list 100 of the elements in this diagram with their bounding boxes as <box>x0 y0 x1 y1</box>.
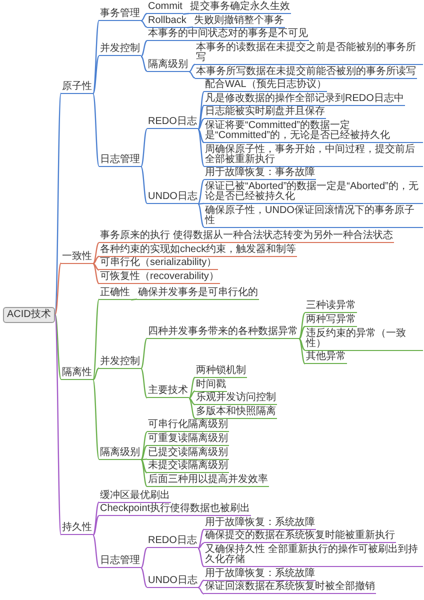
topic-label: 确保并发事务是可串行化的 <box>138 288 258 298</box>
topic-label: 乐观并发访问控制 <box>196 393 276 404</box>
branch-line <box>198 129 204 167</box>
branch-line <box>92 242 100 264</box>
branch-line <box>92 93 100 166</box>
branch-line <box>140 128 148 168</box>
topic-label: 缓冲区最优刷出 <box>100 490 170 501</box>
topic-label: 隔离级别 <box>100 448 140 458</box>
topic-label: 保证将要“Committed”的数据一定是“Committed”的，无论是否已经被持久化 <box>205 121 392 142</box>
topic-label: 保证已被“Aborted”的数据一定是“Aborted”的，无论是否已经被持久化 <box>205 182 420 202</box>
topic-label: 各种约束的实现如check约束，触发器和制等 <box>100 244 296 255</box>
topic-label: ACID技术 <box>7 310 51 320</box>
branch-line <box>92 256 100 264</box>
topic-label: 可串行化隔离级别 <box>148 420 228 430</box>
branch-line <box>140 166 148 204</box>
topic-label: 并发控制 <box>100 44 140 54</box>
branch-line <box>140 12 148 22</box>
topic-label: 可串行化（serializability） <box>100 258 217 268</box>
topic-label: 隔离性 <box>62 368 92 378</box>
branch-line <box>92 56 100 94</box>
branch-line <box>140 459 148 474</box>
topic-underline <box>204 121 423 144</box>
topic-label: 时间戳 <box>196 380 226 390</box>
branch-line <box>140 459 148 487</box>
branch-line <box>298 326 306 340</box>
topic-label: UNDO日志 <box>148 192 198 202</box>
branch-line <box>188 390 196 399</box>
branch-line <box>92 502 100 536</box>
topic-label: 两种写异常 <box>306 315 356 325</box>
branch-line <box>140 338 148 369</box>
branch-line <box>198 118 204 130</box>
branch-line <box>188 64 196 72</box>
branch-line <box>186 26 194 28</box>
topic-label: 持久性 <box>62 523 92 534</box>
topic-label: 其他异常 <box>306 352 346 362</box>
branch-line <box>188 398 196 419</box>
topic-label: 原子性 <box>62 82 92 92</box>
topic-label: 失败则撤销整个事务 <box>194 16 284 26</box>
branch-line <box>198 548 204 568</box>
topic-label: 日志能被实时刷盘并且保存 <box>205 107 325 118</box>
branch-line <box>298 338 306 351</box>
branch-line <box>198 179 204 204</box>
topic-label: 用于故障恢复：系统故障 <box>205 518 315 528</box>
topic-label: 日志管理 <box>100 556 140 566</box>
branch-line <box>298 312 306 340</box>
branch-line <box>140 20 148 28</box>
topic-label: 周确保原子性，事务开始，中间过程，提交前后全部被重新执行 <box>205 144 416 165</box>
branch-line <box>198 204 204 228</box>
branch-line <box>54 262 62 315</box>
branch-line <box>140 568 148 588</box>
branch-line <box>140 40 148 57</box>
topic-underline <box>305 328 423 351</box>
topic-label: 本事务的读数据在未提交之前是否能被别的事务所写 <box>196 42 417 63</box>
topic-label: 主要技术 <box>148 386 188 396</box>
topic-label: 凡是修改数据的操作全部记录到REDO日志中 <box>205 94 404 104</box>
topic-label: 提交事务确定永久生效 <box>190 2 290 12</box>
branch-line <box>198 104 204 130</box>
topic-label: 隔离级别 <box>148 60 188 70</box>
branch-line <box>188 376 196 399</box>
branch-line <box>92 299 100 380</box>
branch-line <box>92 379 100 460</box>
topic-label: 违反约束的异常（一致性） <box>306 328 407 349</box>
branch-line <box>198 128 204 144</box>
branch-line <box>140 56 148 72</box>
topic-label: 正确性 <box>100 288 130 298</box>
branch-line <box>92 534 100 568</box>
branch-line <box>198 542 204 550</box>
branch-line <box>92 368 100 380</box>
topic-label: 本事务所写数据在未提交前能否被别的事务所读写 <box>196 66 416 77</box>
topic-label: Checkpoint执行使得数据也被刷出 <box>100 504 250 514</box>
branch-line <box>198 528 204 549</box>
branch-line <box>92 515 100 536</box>
branch-line <box>92 20 100 94</box>
branch-line <box>140 548 148 568</box>
branch-line <box>140 458 148 460</box>
branch-line <box>198 202 204 205</box>
topic-label: 本事务的中间状态对的事务是不可见 <box>148 29 308 40</box>
topic-label: Rollback <box>148 16 186 26</box>
branch-line <box>188 398 196 406</box>
branch-line <box>298 338 306 364</box>
topic-label: 事务原来的执行 使得数据从一种合法状态转变为另外一种合法状态 <box>100 231 393 242</box>
branch-line <box>198 580 204 588</box>
topic-label: 三种读异常 <box>306 301 356 312</box>
topic-label: 未提交读隔离级别 <box>148 461 228 472</box>
topic-label: 用于故障恢复：事务故障 <box>205 168 315 178</box>
branch-line <box>54 93 62 315</box>
topic-label: Commit <box>148 2 182 12</box>
branch-line <box>130 298 138 300</box>
topic-label: 可重复读隔离级别 <box>148 434 228 444</box>
topic-label: 两种锁机制 <box>196 366 246 376</box>
topic-label: 可恢复性（recoverability） <box>100 272 219 282</box>
topic-label: 用于故障恢复：系统故障 <box>205 568 315 579</box>
branch-line <box>140 368 148 398</box>
branch-line <box>92 263 100 284</box>
topic-label: 已提交读隔离级别 <box>148 448 228 458</box>
branch-line <box>92 263 100 271</box>
topic-label: 保证回滚数据在系统恢复时被全部撤销 <box>205 582 375 592</box>
topic-label: UNDO日志 <box>148 576 198 586</box>
topic-label: 日志管理 <box>100 154 140 165</box>
topic-label: 多版本和快照隔离 <box>196 406 276 417</box>
